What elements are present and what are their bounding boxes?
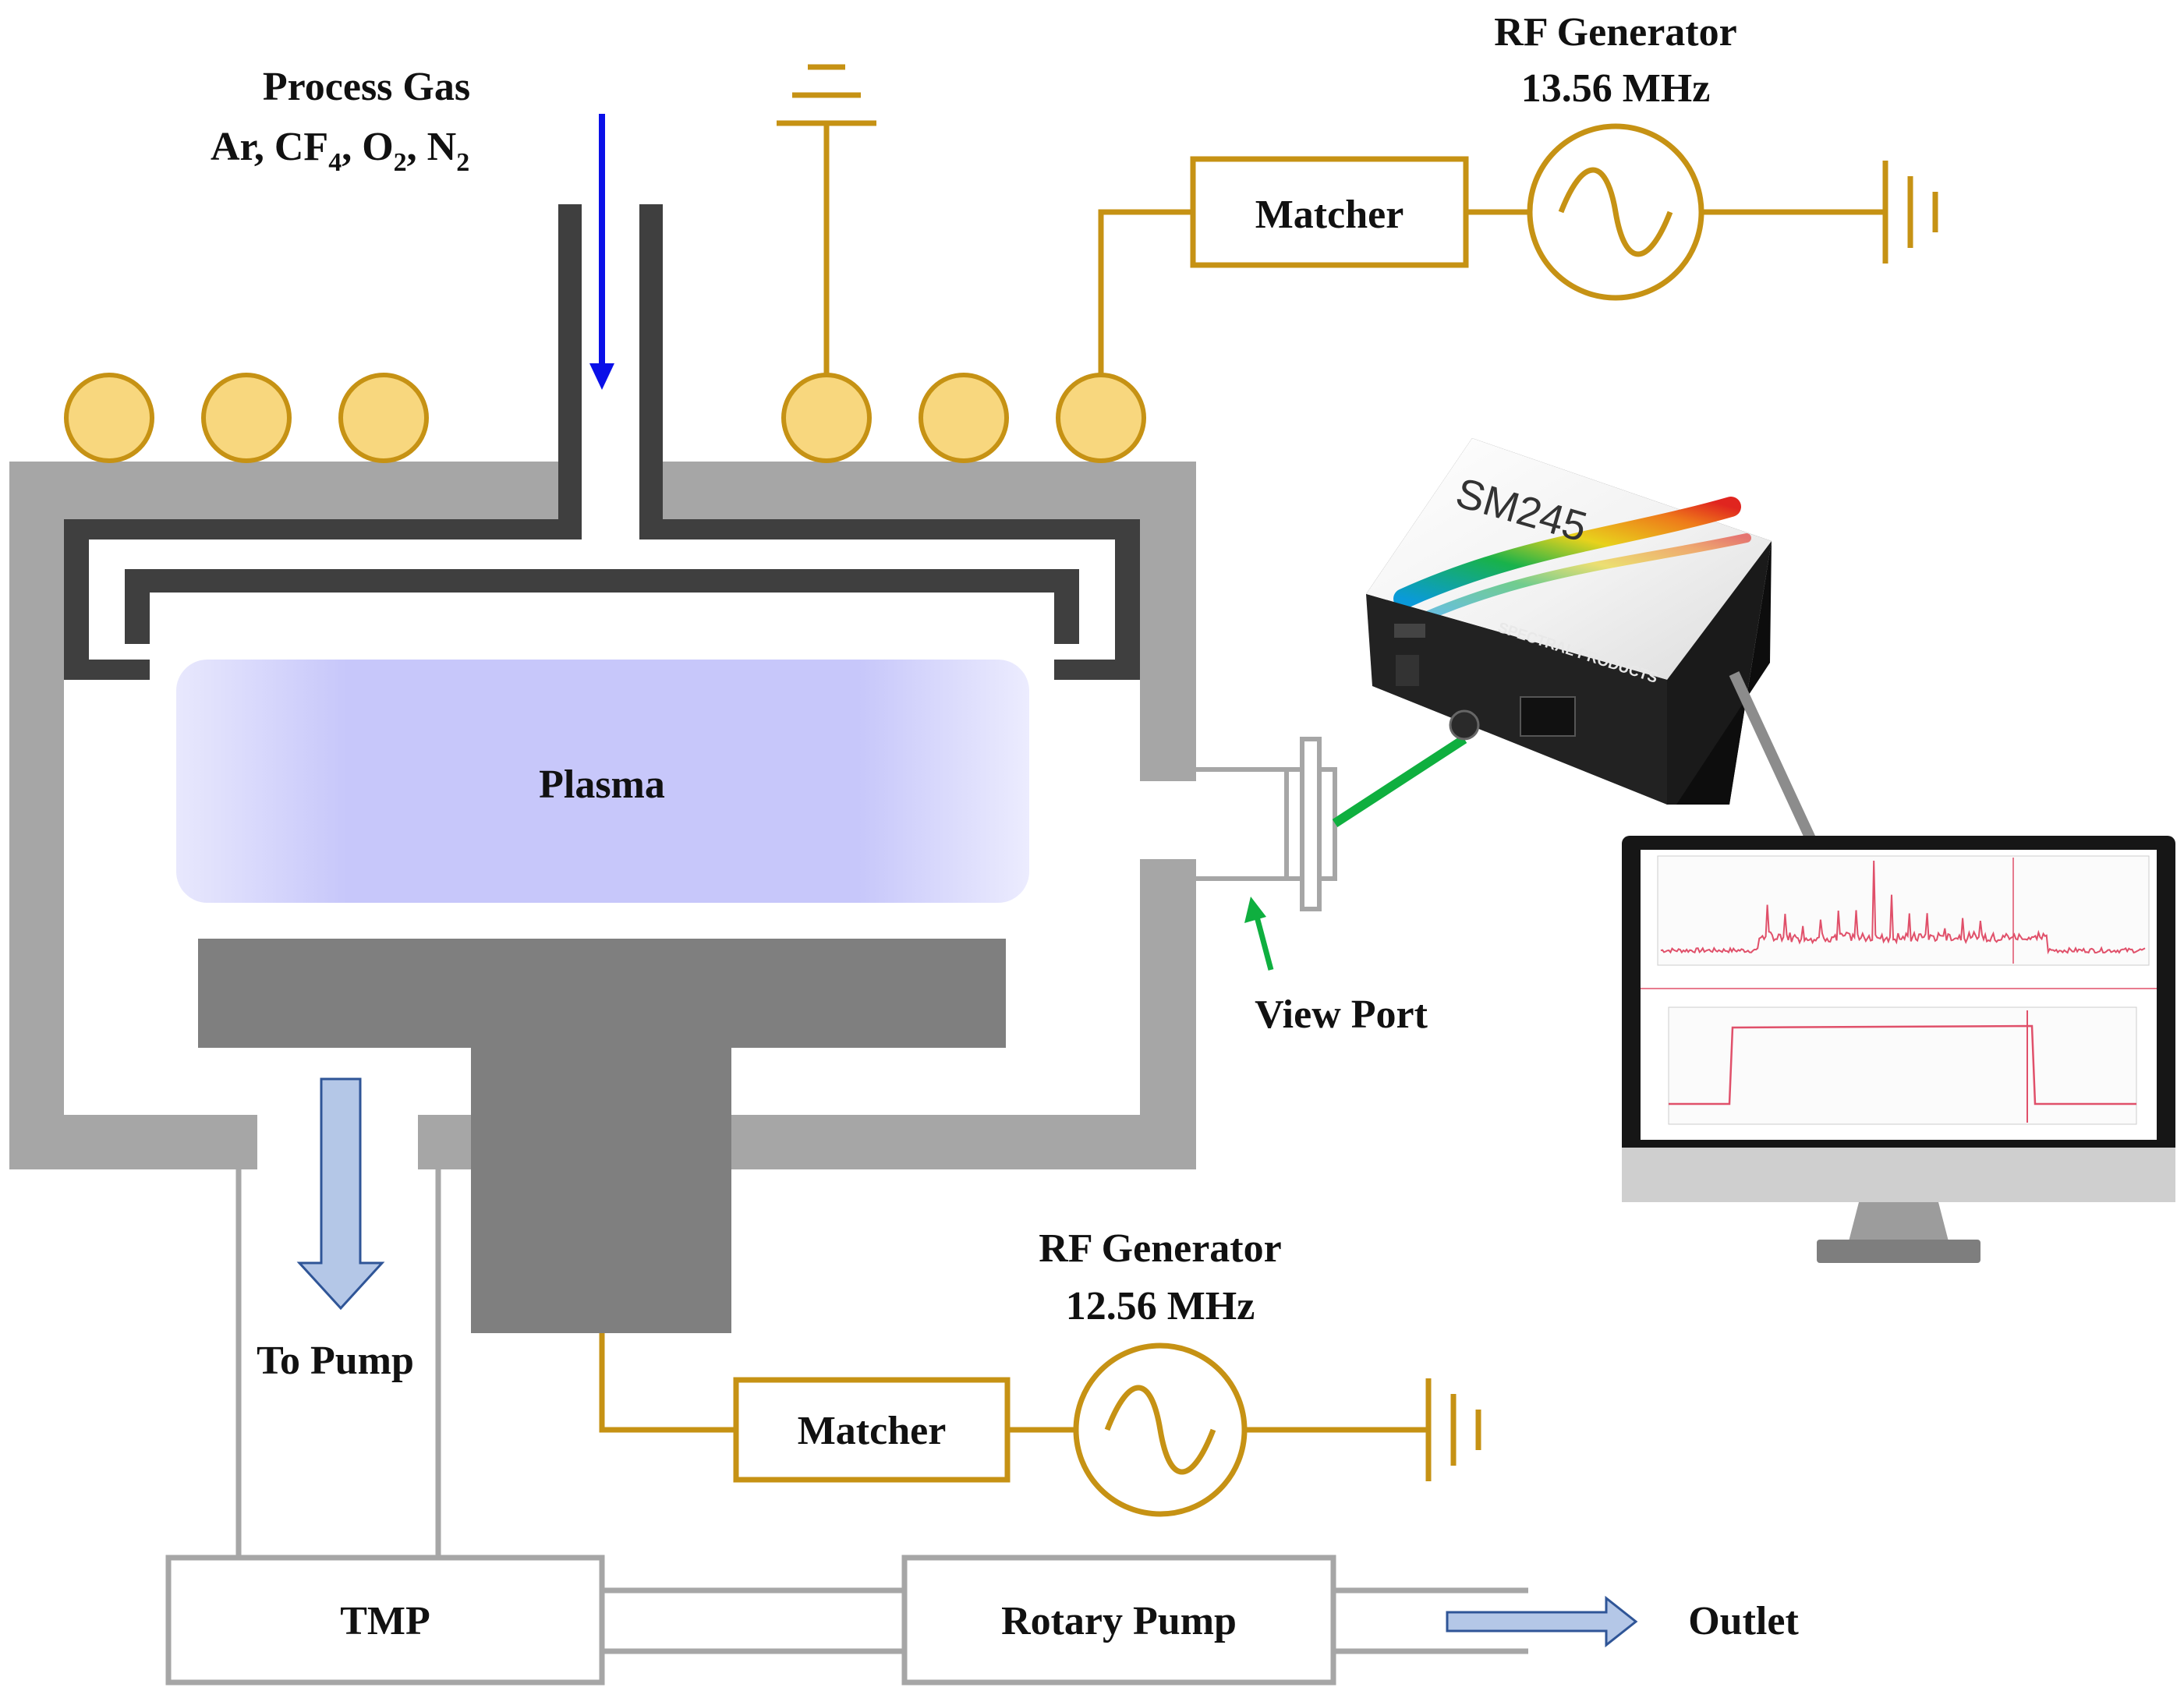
wafer-chuck xyxy=(198,939,1006,1333)
to-pump-arrow xyxy=(296,1077,385,1311)
plasma-label: Plasma xyxy=(539,762,665,807)
gas-n2: N xyxy=(427,125,457,169)
chamber-outer-wall xyxy=(9,462,1196,1169)
top-matcher-label: Matcher xyxy=(1255,193,1404,237)
process-gas-species: Ar, CF4, O2, N2 xyxy=(211,125,469,177)
process-gas-title: Process Gas xyxy=(263,65,470,109)
optical-fiber xyxy=(1332,734,1467,828)
plasma-region xyxy=(176,660,1029,903)
view-port-label: View Port xyxy=(1255,992,1428,1037)
spectrometer-device xyxy=(1366,438,1818,844)
monitor-spectrum-chart xyxy=(1641,855,2157,989)
icp-coils xyxy=(64,373,1146,463)
tmp-label: TMP xyxy=(340,1599,430,1643)
monitor-time-trace-chart xyxy=(1668,1006,2137,1125)
bottom-rf-generator-title: RF Generator xyxy=(1039,1226,1281,1271)
gas-inlet-channel xyxy=(582,204,639,539)
outlet-arrow xyxy=(1446,1595,1638,1648)
view-port xyxy=(1196,737,1337,911)
coil-ground-symbol xyxy=(777,64,876,375)
outlet-label: Outlet xyxy=(1688,1599,1799,1643)
gas-cf4: CF xyxy=(274,125,328,169)
top-rf-generator-freq: 13.56 MHz xyxy=(1521,66,1711,111)
top-rf-circuit xyxy=(1098,123,1938,375)
to-pump-label: To Pump xyxy=(257,1339,414,1383)
pump-lines xyxy=(165,1169,1528,1686)
chamber-liner xyxy=(64,204,1140,680)
view-port-pointer-arrow xyxy=(1244,897,1274,971)
gas-o2: O xyxy=(362,125,393,169)
bottom-matcher-label: Matcher xyxy=(798,1409,947,1453)
rotary-pump-label: Rotary Pump xyxy=(1001,1599,1237,1643)
gas-ar: Ar xyxy=(211,125,257,169)
bottom-rf-generator-freq: 12.56 MHz xyxy=(1066,1284,1255,1328)
process-gas-arrow xyxy=(589,114,614,390)
bottom-rf-circuit xyxy=(599,1333,1481,1517)
top-rf-generator-title: RF Generator xyxy=(1494,10,1736,55)
